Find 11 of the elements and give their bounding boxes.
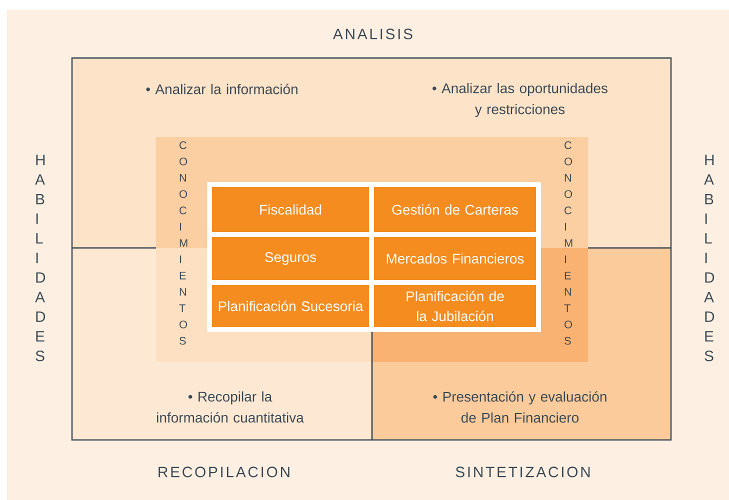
phase-heading: RECOPILACION [158, 466, 290, 478]
topic-cell: Fiscalidad [212, 187, 369, 232]
skill-heading: HABILIDADES [35, 154, 46, 362]
topic-cell: Gestión de Carteras [374, 187, 536, 232]
skill-heading: HABILIDADES [704, 154, 714, 362]
phase-heading: SINTETIZACION [456, 466, 590, 478]
node-label: IENTOS [564, 256, 572, 345]
node-label: IENTOS [179, 256, 188, 345]
topic-cell: Planificación Sucesoria [212, 284, 369, 327]
phase-heading: ANALISIS [332, 28, 412, 40]
topic-cell: Planificación de la Jubilación [374, 284, 536, 327]
